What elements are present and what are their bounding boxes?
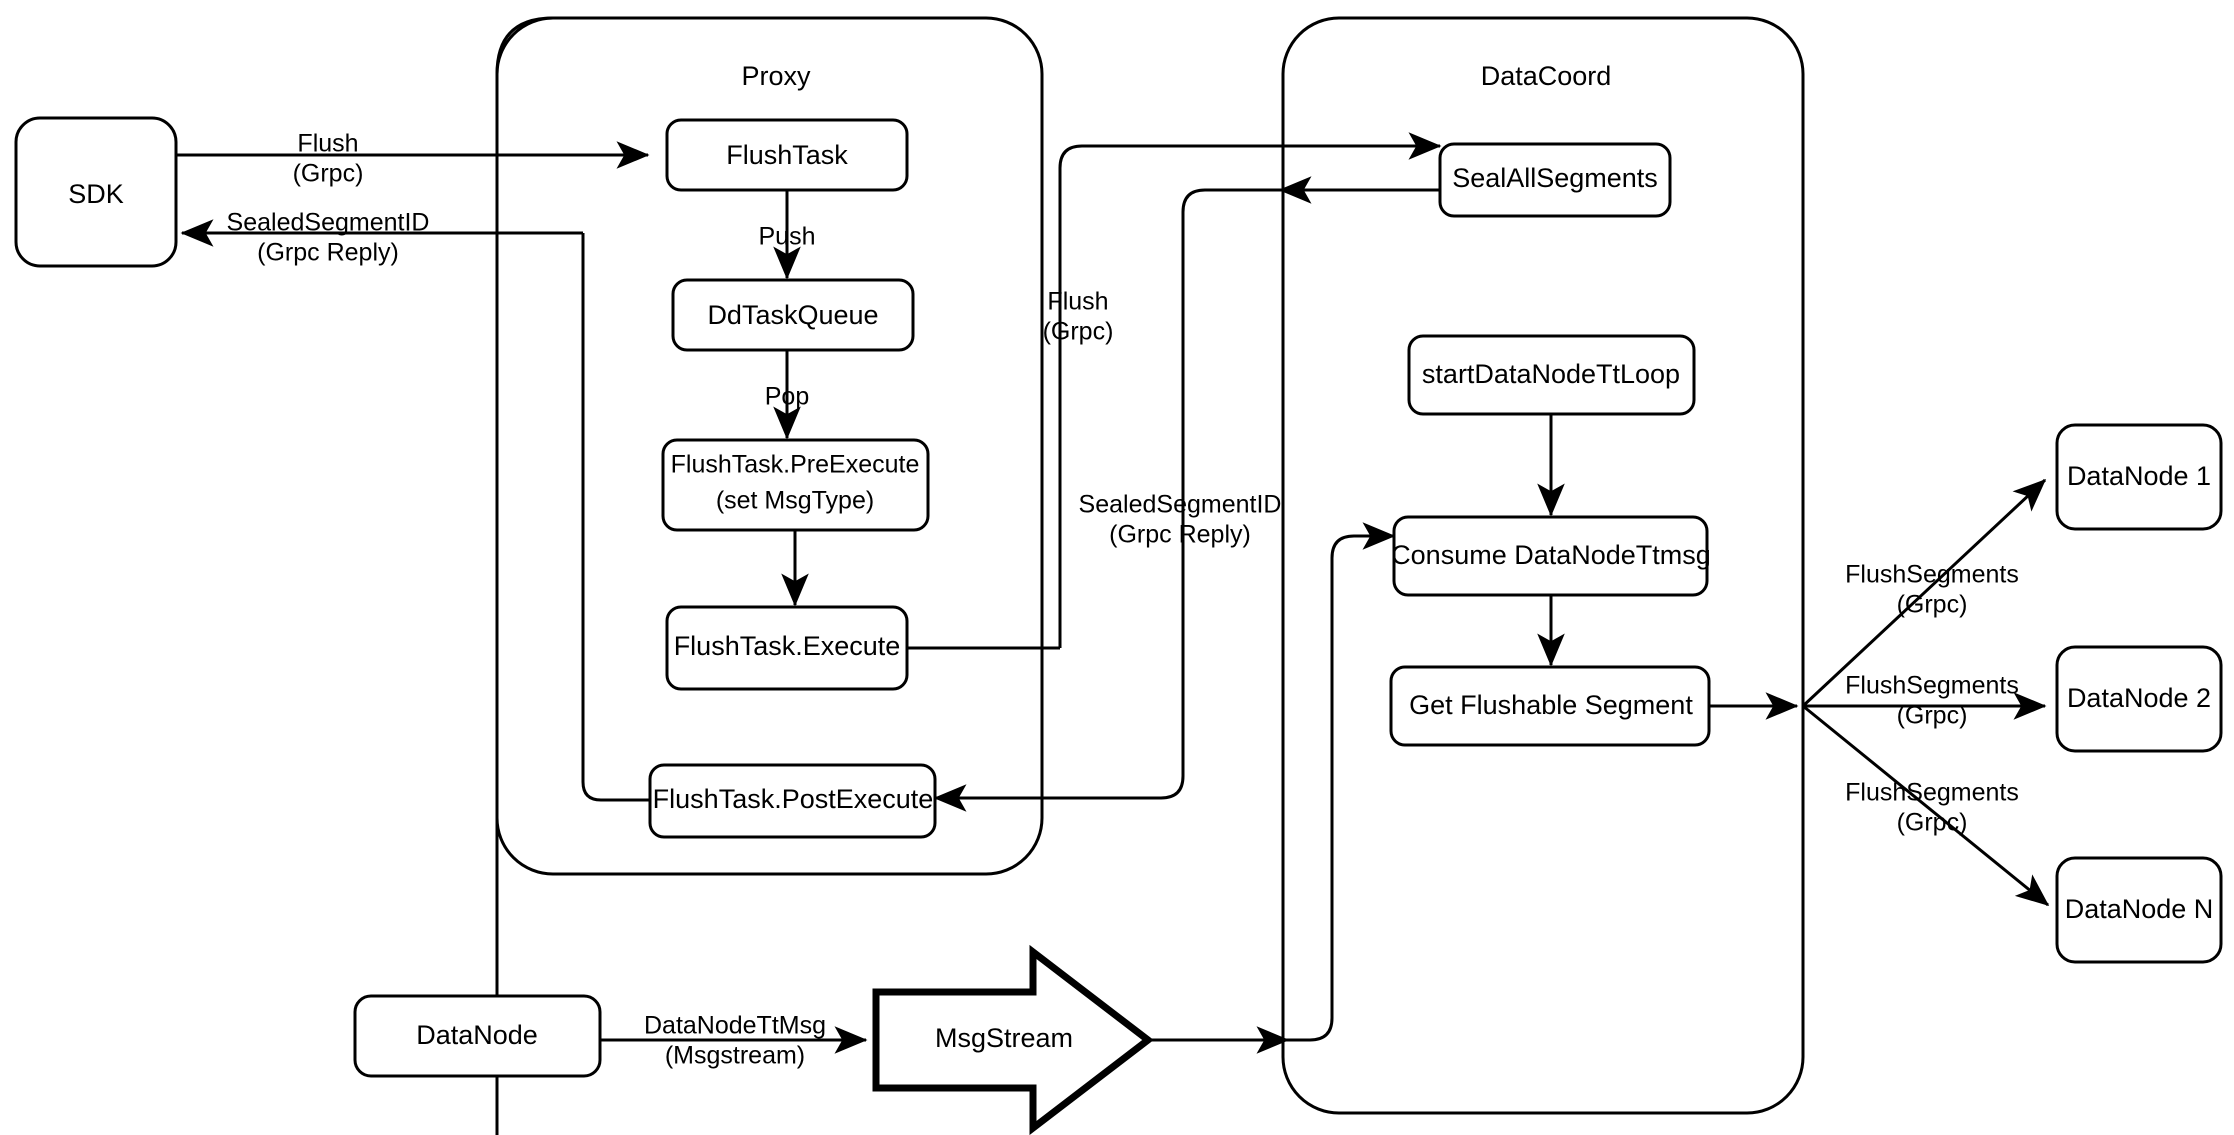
edge-label-flushsegments-2-line2: (Grpc) <box>1897 702 1968 730</box>
rail-flush-up <box>1058 144 1275 648</box>
node-consume-datanodettmsg-label: Consume DataNodeTtmsg <box>1391 540 1711 570</box>
proxy-entry-rail <box>495 16 554 1135</box>
node-msgstream-label: MsgStream <box>935 1023 1073 1053</box>
edge-label-datanodettmsg-line1: DataNodeTtMsg <box>644 1012 826 1040</box>
node-datanode-n-label: DataNode N <box>2065 894 2214 924</box>
node-datanode-source-label: DataNode <box>416 1020 538 1050</box>
edge-label-sdk-reply-line2: (Grpc Reply) <box>257 239 399 267</box>
node-ddtaskqueue[interactable] <box>671 278 915 352</box>
node-startdatanodettloop-label: startDataNodeTtLoop <box>1422 359 1680 389</box>
edge-label-pop: Pop <box>765 383 809 411</box>
edge-label-mid-flush-line1: Flush <box>1047 288 1108 316</box>
node-datanode-1[interactable] <box>2055 423 2223 531</box>
edge-label-sdk-reply-line1: SealedSegmentID <box>227 209 430 237</box>
node-flushtask-preexecute-label-line2: (set MsgType) <box>716 487 874 515</box>
group-datacoord <box>1281 16 1805 1115</box>
node-flushtask-postexecute-label: FlushTask.PostExecute <box>653 784 934 814</box>
group-datacoord-label: DataCoord <box>1481 61 1612 91</box>
node-msgstream-arrow-shape[interactable] <box>872 944 1154 1135</box>
rail-reply-down <box>1065 188 1280 800</box>
node-sealallsegments-label: SealAllSegments <box>1452 163 1658 193</box>
edge-label-sdk-flush-line1: Flush <box>297 130 358 158</box>
node-sdk-label: SDK <box>68 179 124 209</box>
node-datanode-2[interactable] <box>2055 645 2223 753</box>
edge-label-flushsegments-3-line1: FlushSegments <box>1845 779 2019 807</box>
edge-label-sdk-flush-line2: (Grpc) <box>293 160 364 188</box>
node-flushtask-execute-label: FlushTask.Execute <box>674 631 901 661</box>
node-ddtaskqueue-label: DdTaskQueue <box>707 300 878 330</box>
node-datanode-source[interactable] <box>353 994 602 1078</box>
edge-junction-to-datanode1 <box>1801 478 2047 708</box>
node-datanode-1-label: DataNode 1 <box>2067 461 2211 491</box>
node-datanode-2-label: DataNode 2 <box>2067 683 2211 713</box>
edge-label-push: Push <box>759 223 816 251</box>
node-flushtask-label: FlushTask <box>726 140 848 170</box>
group-proxy-label: Proxy <box>741 61 811 91</box>
node-datanode-n[interactable] <box>2055 856 2223 964</box>
node-sdk[interactable] <box>14 116 178 268</box>
node-sealallsegments[interactable] <box>1438 142 1672 218</box>
edge-postexecute-return-loop <box>581 233 650 802</box>
edge-label-datanodettmsg-line2: (Msgstream) <box>665 1042 805 1070</box>
edge-label-mid-reply-line1: SealedSegmentID <box>1079 491 1282 519</box>
edge-label-flushsegments-3-line2: (Grpc) <box>1897 809 1968 837</box>
node-flushtask-preexecute-label-line1: FlushTask.PreExecute <box>671 451 920 479</box>
edge-label-flushsegments-1-line2: (Grpc) <box>1897 591 1968 619</box>
rail-msgstream-into-consume <box>1285 534 1360 1042</box>
edge-label-mid-reply-line2: (Grpc Reply) <box>1109 521 1251 549</box>
edge-label-flushsegments-1-line1: FlushSegments <box>1845 561 2019 589</box>
node-get-flushable-segment-label: Get Flushable Segment <box>1409 690 1693 720</box>
edge-junction-to-datanodeN <box>1802 704 2050 907</box>
edge-label-mid-flush-line2: (Grpc) <box>1043 318 1114 346</box>
edge-label-flushsegments-2-line1: FlushSegments <box>1845 672 2019 700</box>
